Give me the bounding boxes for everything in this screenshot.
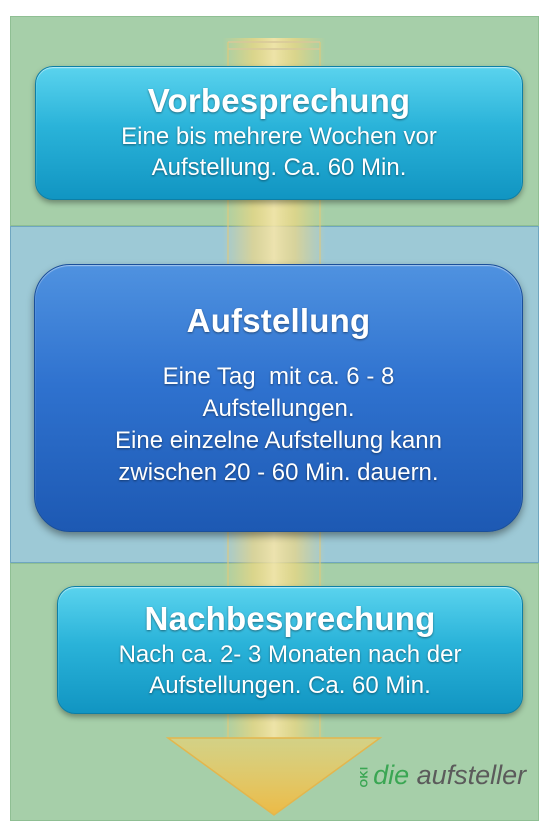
step-title: Nachbesprechung — [144, 600, 436, 637]
logo-prefix: OKI — [358, 766, 371, 788]
step-title: Vorbesprechung — [147, 82, 411, 119]
step-description-line: Aufstellungen. Ca. 60 Min. — [149, 672, 431, 699]
logo-word-die: die — [373, 760, 410, 790]
step-description-line: Aufstellungen. — [202, 395, 355, 422]
step-description-line: Eine einzelne Aufstellung kann — [115, 427, 442, 454]
step-constellation: Aufstellung Eine Tag mit ca. 6 - 8 Aufst… — [34, 264, 523, 532]
step-follow-up: Nachbesprechung Nach ca. 2- 3 Monaten na… — [57, 586, 523, 714]
logo-word-aufsteller: aufsteller — [409, 760, 527, 790]
step-description-line: zwischen 20 - 60 Min. dauern. — [118, 459, 439, 486]
step-description-line: Nach ca. 2- 3 Monaten nach der — [118, 641, 462, 668]
step-pre-meeting: Vorbesprechung Eine bis mehrere Wochen v… — [35, 66, 523, 200]
step-description-line: Aufstellung. Ca. 60 Min. — [151, 154, 407, 181]
step-description-line: Eine Tag mit ca. 6 - 8 — [162, 363, 395, 390]
step-title: Aufstellung — [186, 302, 371, 339]
brand-logo: OKIdie aufsteller — [352, 760, 527, 800]
arrow-head — [165, 737, 383, 816]
step-description-line: Eine bis mehrere Wochen vor — [121, 123, 437, 150]
